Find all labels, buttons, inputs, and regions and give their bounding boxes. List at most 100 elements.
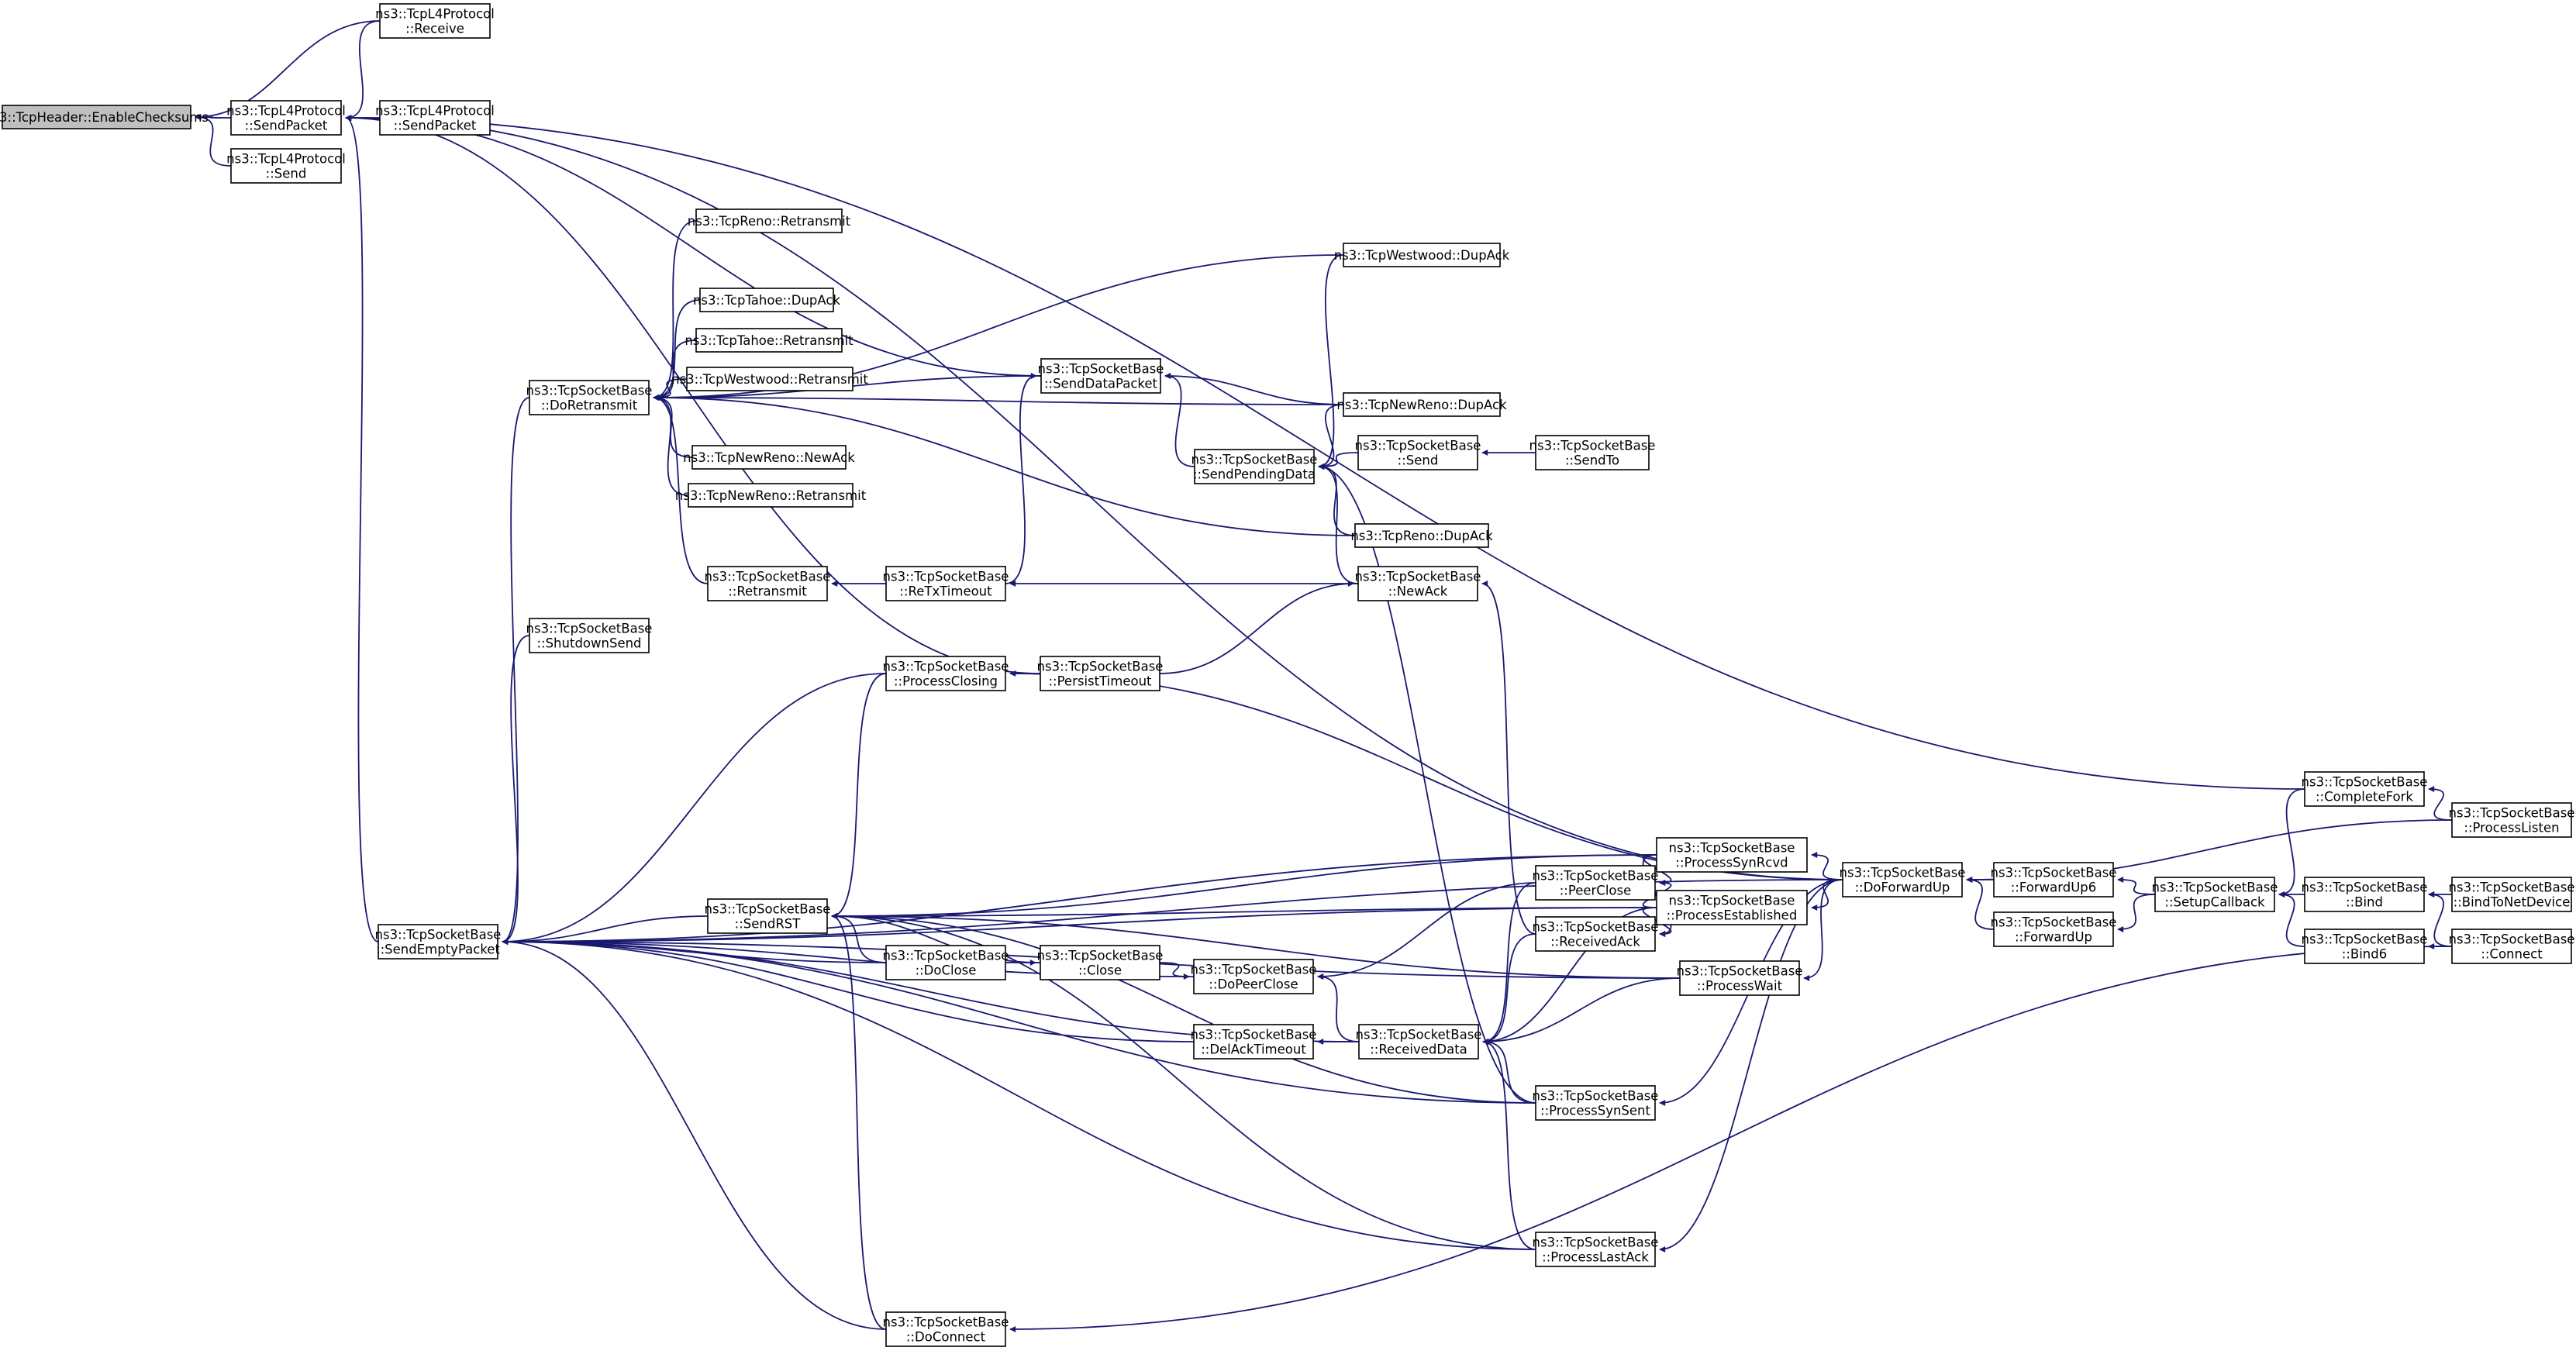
node-label-line: ns3::TcpSocketBase xyxy=(1991,915,2117,930)
node-label-line: ns3::TcpSocketBase xyxy=(1038,362,1164,377)
node-label-line: ns3::TcpSocketBase xyxy=(1533,869,1659,884)
node-sendpendingdata[interactable]: ns3::TcpSocketBase::SendPendingData xyxy=(1191,449,1318,484)
node-sb_send[interactable]: ns3::TcpSocketBase::Send xyxy=(1355,435,1481,470)
node-label-line: ::SendTo xyxy=(1565,453,1619,468)
edge-path xyxy=(502,939,1195,1042)
node-label-line: ::DoRetransmit xyxy=(541,398,638,413)
edge-doretransmit-to-sendemptypacket xyxy=(502,397,530,945)
node-dopeerclose[interactable]: ns3::TcpSocketBase::DoPeerClose xyxy=(1191,959,1317,994)
node-doconnect[interactable]: ns3::TcpSocketBase::DoConnect xyxy=(883,1311,1009,1347)
node-processsynsent[interactable]: ns3::TcpSocketBase::ProcessSynSent xyxy=(1533,1085,1659,1121)
node-bind6[interactable]: ns3::TcpSocketBase::Bind6 xyxy=(2302,929,2428,964)
edge-path xyxy=(502,939,1536,1104)
edge-path xyxy=(831,913,887,963)
node-tcptahoe_retransmit[interactable]: ns3::TcpTahoe::Retransmit xyxy=(685,328,853,353)
node-retxtimeout[interactable]: ns3::TcpSocketBase::ReTxTimeout xyxy=(883,566,1009,601)
node-persisttimeout[interactable]: ns3::TcpSocketBase::PersistTimeout xyxy=(1037,656,1164,691)
node-l4_sendpacket2[interactable]: ns3::TcpL4Protocol::SendPacket xyxy=(375,100,495,136)
node-forwardup[interactable]: ns3::TcpSocketBase::ForwardUp xyxy=(1991,911,2117,947)
node-delacktimeout[interactable]: ns3::TcpSocketBase::DelAckTimeout xyxy=(1191,1024,1317,1060)
node-box xyxy=(1842,862,1963,898)
node-connect[interactable]: ns3::TcpSocketBase::Connect xyxy=(2449,929,2575,964)
node-l4_send[interactable]: ns3::TcpL4Protocol::Send xyxy=(226,148,346,184)
node-tcpnewreno_newack[interactable]: ns3::TcpNewReno::NewAck xyxy=(683,445,855,470)
edge-l4_receive-to-l4_sendpacket xyxy=(345,20,381,121)
edge-peerclose-to-receiveddata xyxy=(1482,882,1536,1045)
edge-processestablished-to-sendrst xyxy=(831,907,1657,919)
node-tcpnewreno_retransmit[interactable]: ns3::TcpNewReno::Retransmit xyxy=(675,483,867,508)
node-tcpreno_dupack[interactable]: ns3::TcpReno::DupAck xyxy=(1350,523,1493,548)
edge-path xyxy=(1811,852,1843,880)
node-label-line: ::SendDataPacket xyxy=(1044,377,1158,391)
edge-layer xyxy=(195,20,2453,1332)
node-label-line: ns3::TcpSocketBase xyxy=(2449,880,2575,895)
edge-path xyxy=(2428,786,2453,821)
edge-tcptahoe_retransmit-to-doretransmit xyxy=(653,339,697,401)
node-processclosing[interactable]: ns3::TcpSocketBase::ProcessClosing xyxy=(883,656,1009,691)
node-processlisten[interactable]: ns3::TcpSocketBase::ProcessListen xyxy=(2449,802,2575,838)
edge-path xyxy=(653,339,697,401)
node-doretransmit[interactable]: ns3::TcpSocketBase::DoRetransmit xyxy=(526,380,653,415)
node-shutdownsend[interactable]: ns3::TcpSocketBase::ShutdownSend xyxy=(526,618,653,653)
node-completefork[interactable]: ns3::TcpSocketBase::CompleteFork xyxy=(2302,771,2428,807)
edge-path xyxy=(1318,254,1344,470)
node-label-line: ::Bind xyxy=(2346,895,2383,910)
edge-processwait-to-receiveddata xyxy=(1482,977,1681,1045)
node-processestablished[interactable]: ns3::TcpSocketBase::ProcessEstablished xyxy=(1656,890,1808,925)
node-label-line: ::ProcessListen xyxy=(2464,821,2559,836)
edge-path xyxy=(1482,977,1681,1045)
node-sendemptypacket[interactable]: ns3::TcpSocketBase::SendEmptyPacket xyxy=(375,924,502,960)
node-setupcallback[interactable]: ns3::TcpSocketBase::SetupCallback xyxy=(2152,877,2278,912)
edge-path xyxy=(1481,581,1536,935)
node-label-line: ::DoForwardUp xyxy=(1855,880,1950,895)
node-tcpwestwood_retransmit[interactable]: ns3::TcpWestwood::Retransmit xyxy=(671,367,868,391)
node-label-line: ns3::TcpNewReno::Retransmit xyxy=(675,488,867,503)
node-label-line: ::Connect xyxy=(2481,947,2543,962)
node-label-line: ns3::TcpSocketBase xyxy=(2302,880,2428,895)
node-tcpnewreno_dupack[interactable]: ns3::TcpNewReno::DupAck xyxy=(1336,392,1507,417)
edge-doconnect-to-sendrst xyxy=(831,913,887,1330)
node-sendto[interactable]: ns3::TcpSocketBase::SendTo xyxy=(1529,435,1656,470)
edge-path xyxy=(1318,463,1359,584)
node-root[interactable]: ns3::TcpHeader::EnableChecksums xyxy=(0,105,209,129)
node-label-line: ::ProcessEstablished xyxy=(1667,908,1798,923)
node-senddatapacket[interactable]: ns3::TcpSocketBase::SendDataPacket xyxy=(1038,358,1164,394)
node-tcptahoe_dupack[interactable]: ns3::TcpTahoe::DupAck xyxy=(693,288,840,312)
node-label-line: ns3::TcpSocketBase xyxy=(1840,866,1966,880)
node-processsynrcvd[interactable]: ns3::TcpSocketBase::ProcessSynRcvd xyxy=(1656,837,1808,873)
node-tcpreno_retransmit[interactable]: ns3::TcpReno::Retransmit xyxy=(688,208,851,233)
node-bind[interactable]: ns3::TcpSocketBase::Bind xyxy=(2302,877,2428,912)
node-processwait[interactable]: ns3::TcpSocketBase::ProcessWait xyxy=(1677,960,1803,996)
node-receiveddata[interactable]: ns3::TcpSocketBase::ReceivedData xyxy=(1356,1024,1482,1060)
node-box xyxy=(688,483,853,508)
node-l4_receive[interactable]: ns3::TcpL4Protocol::Receive xyxy=(375,3,495,39)
node-bindtonetdevice[interactable]: ns3::TcpSocketBase::BindToNetDevice xyxy=(2449,877,2575,912)
node-label-line: ns3::TcpSocketBase xyxy=(1533,1089,1659,1104)
node-peerclose[interactable]: ns3::TcpSocketBase::PeerClose xyxy=(1533,865,1659,901)
node-processlastack[interactable]: ns3::TcpSocketBase::ProcessLastAck xyxy=(1533,1232,1659,1267)
edge-doclose-to-sendrst xyxy=(831,913,887,963)
edge-path xyxy=(831,673,887,919)
edge-path xyxy=(1317,882,1536,980)
node-box xyxy=(2304,877,2425,912)
node-retransmit[interactable]: ns3::TcpSocketBase::Retransmit xyxy=(705,566,831,601)
edge-path xyxy=(2278,891,2305,947)
node-doclose[interactable]: ns3::TcpSocketBase::DoClose xyxy=(883,945,1009,980)
node-label-line: ns3::TcpSocketBase xyxy=(1191,1028,1317,1042)
node-label-line: ns3::TcpL4Protocol xyxy=(226,152,346,167)
node-sendrst[interactable]: ns3::TcpSocketBase::SendRST xyxy=(705,898,831,934)
node-box xyxy=(695,208,843,233)
node-label-line: ::NewAck xyxy=(1388,584,1448,599)
node-doforwardup[interactable]: ns3::TcpSocketBase::DoForwardUp xyxy=(1840,862,1966,898)
node-receivedack[interactable]: ns3::TcpSocketBase::ReceivedAck xyxy=(1533,916,1659,952)
node-close[interactable]: ns3::TcpSocketBase::Close xyxy=(1037,945,1164,980)
edge-completefork-to-setupcallback xyxy=(2278,788,2305,898)
node-label-line: ns3::TcpSocketBase xyxy=(1355,570,1481,584)
node-forwardup6[interactable]: ns3::TcpSocketBase::ForwardUp6 xyxy=(1991,862,2117,898)
node-newack[interactable]: ns3::TcpSocketBase::NewAck xyxy=(1355,566,1481,601)
node-tcpwestwood_dupack[interactable]: ns3::TcpWestwood::DupAck xyxy=(1334,243,1510,267)
node-box xyxy=(2451,802,2572,838)
edge-processsynrcvd-to-sendrst xyxy=(831,854,1657,919)
node-box xyxy=(1193,1024,1314,1060)
node-l4_sendpacket[interactable]: ns3::TcpL4Protocol::SendPacket xyxy=(226,100,346,136)
